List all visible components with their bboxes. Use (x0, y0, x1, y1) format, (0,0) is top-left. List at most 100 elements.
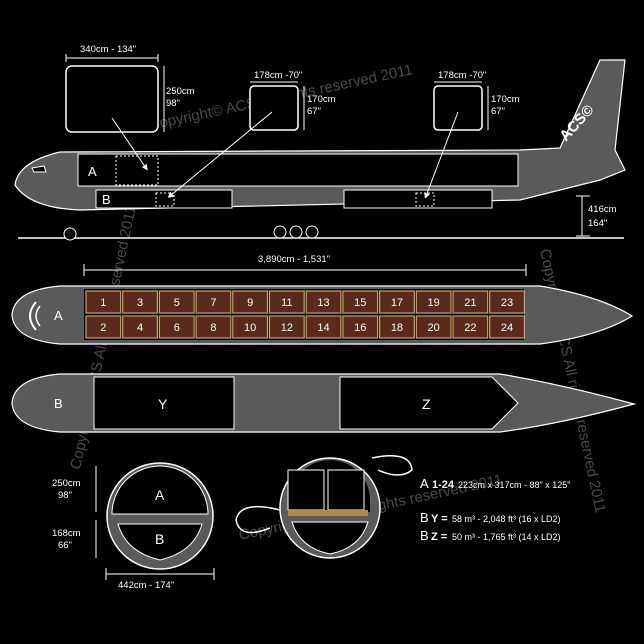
pallet-position (232, 315, 269, 339)
pallet-number: 24 (501, 322, 513, 334)
pallet-position (268, 290, 305, 314)
lower-container-1-dotted (155, 192, 175, 207)
height-cm: 416cm (588, 204, 617, 215)
hold-z-label: Z (422, 396, 431, 412)
pallet-number: 13 (317, 297, 329, 309)
pallet-number: 11 (281, 297, 292, 309)
side-lower-deck-forward (95, 189, 233, 209)
main-container-height-in: 98" (166, 98, 180, 109)
lower-container-1-callout: 178cm -70" 170cm 67" (167, 70, 336, 198)
main-container-callout: 340cm - 134" 250cm 98" (65, 44, 195, 171)
main-container-dotted (115, 155, 159, 186)
cross-section-dimensions: A B 250cm 98" 168cm 66" 442cm - 174" (52, 462, 215, 591)
pallet-position (158, 315, 195, 339)
pallet-position (452, 315, 489, 339)
pallet-position (415, 315, 452, 339)
pallet-position (489, 315, 526, 339)
pallet-position (379, 290, 415, 314)
lower-height-in: 66" (58, 540, 72, 551)
pallet-position (195, 290, 232, 314)
pallet-number: 7 (210, 297, 216, 309)
lower-container-2-height-cm: 170cm (491, 94, 520, 105)
pallet-number: 19 (428, 297, 440, 309)
lower-container-1-width: 178cm -70" (254, 70, 302, 81)
pallet-number: 1 (100, 297, 106, 309)
pallet-position (305, 315, 342, 339)
hold-y (93, 376, 235, 430)
pallet-position (85, 290, 122, 314)
pallet-position (342, 315, 379, 339)
fuselage-width: 442cm - 174" (118, 580, 174, 591)
cockpit-window (31, 165, 47, 173)
pallet-position (415, 290, 452, 314)
pallet-number: 3 (137, 297, 143, 309)
pallet-position (268, 315, 305, 339)
spec-by-key: Y = (431, 513, 448, 525)
nose-gear (63, 227, 77, 241)
pallet-number: 5 (174, 297, 180, 309)
pallet-position (122, 290, 158, 314)
lower-deck-view: B Y Z (11, 373, 637, 433)
pallet-number: 12 (281, 322, 293, 334)
pallet-position (305, 290, 342, 314)
pallet-position (122, 315, 158, 339)
cross-a-label: A (155, 487, 165, 503)
pallet-number: 20 (428, 322, 440, 334)
deck-a-label: A (88, 164, 97, 179)
pallet-number: 6 (174, 322, 180, 334)
main-gear-2 (289, 225, 303, 239)
spec-a-range: 1-24 (432, 479, 455, 491)
side-view: A B ACS© 416cm 164" (14, 59, 626, 241)
spec-by-value: 58 m³ - 2,048 ft³ (16 x LD2) (452, 514, 561, 524)
side-lower-deck-aft (343, 189, 493, 209)
main-container-height-cm: 250cm (166, 86, 195, 97)
pallet-position (342, 290, 379, 314)
pallet-number: 23 (501, 297, 513, 309)
cross-b-label: B (155, 531, 164, 547)
main-gear-3 (305, 225, 319, 239)
pallet-number: 4 (137, 322, 143, 334)
spec-a-letter: A (420, 476, 429, 491)
main-gear-1 (273, 225, 287, 239)
pallet-number: 2 (100, 322, 106, 334)
lower-b-label: B (54, 396, 63, 411)
pallet-number: 10 (244, 322, 256, 334)
spec-bz-value: 50 m³ - 1,765 ft³ (14 x LD2) (452, 532, 561, 542)
lower-height-cm: 168cm (52, 528, 81, 539)
pallet-number: 16 (354, 322, 366, 334)
pallet-position (452, 290, 489, 314)
pallet-number: 22 (464, 322, 476, 334)
aircraft-length: 3,890cm - 1,531" (258, 254, 330, 265)
height-in: 164" (588, 218, 607, 229)
cross-section-door (235, 455, 413, 559)
pallet-position (489, 290, 526, 314)
main-container-width: 340cm - 134" (80, 44, 136, 55)
specs-block: A 1-24 223cm x 317cm - 88" x 125" B Y = … (420, 476, 570, 543)
spec-bz-key: Z = (431, 531, 447, 543)
upper-height-cm: 250cm (52, 478, 81, 489)
pallet-number: 21 (464, 297, 476, 309)
pallet-number: 8 (210, 322, 216, 334)
lower-container-2-width: 178cm -70" (438, 70, 486, 81)
pallet-position (195, 315, 232, 339)
spec-a-dims: 223cm x 317cm - 88" x 125" (458, 480, 570, 490)
pallet-number: 18 (391, 322, 403, 334)
pallet-number: 9 (247, 297, 253, 309)
hold-y-label: Y (158, 396, 168, 412)
pallet-position (158, 290, 195, 314)
hold-z (339, 376, 519, 430)
upper-height-in: 98" (58, 490, 72, 501)
pallet-position (85, 315, 122, 339)
lower-container-2-callout: 178cm -70" 170cm 67" (424, 70, 520, 199)
deck-b-label: B (102, 192, 111, 207)
pallet-position (379, 315, 415, 339)
side-main-deck (77, 153, 519, 187)
spec-by-letter: B (420, 510, 429, 525)
lower-container-1-height-cm: 170cm (307, 94, 336, 105)
lower-container-1-height-in: 67" (307, 106, 321, 117)
pallet-position (232, 290, 269, 314)
pallet-number: 15 (354, 297, 366, 309)
